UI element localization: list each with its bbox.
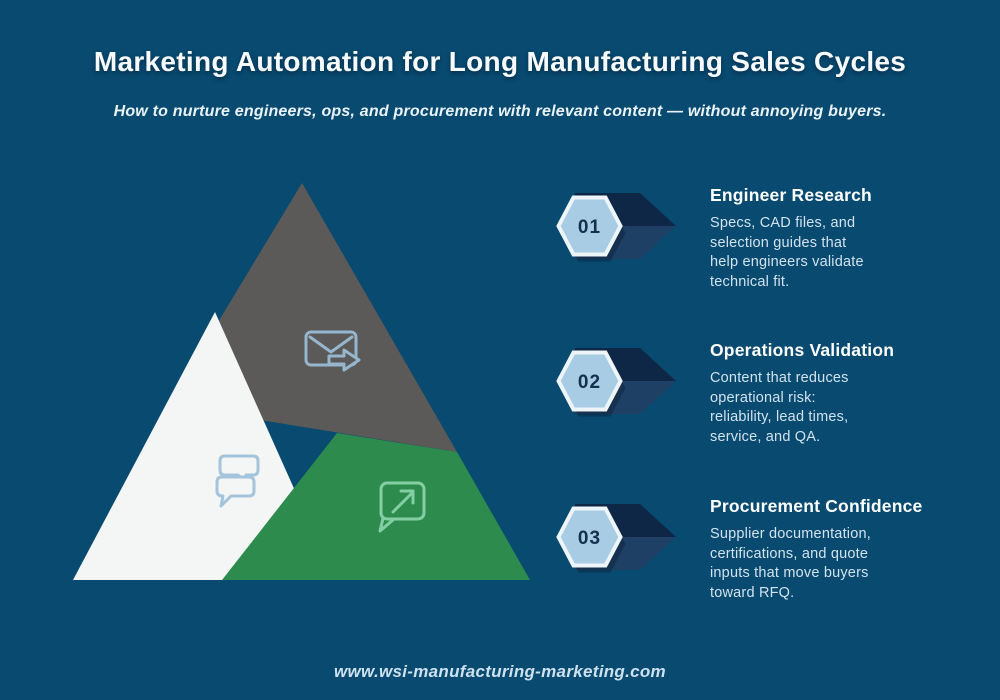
step-description: Supplier documentation, certifications, … [710, 526, 871, 601]
step-badge-3: 03 [556, 504, 676, 573]
step-text-3: Procurement Confidence Supplier document… [710, 492, 960, 603]
step-text-2: Operations Validation Content that reduc… [710, 336, 960, 447]
step-text-1: Engineer Research Specs, CAD files, and … [710, 181, 960, 292]
page-subtitle: How to nurture engineers, ops, and procu… [113, 103, 887, 120]
step-title: Operations Validation [710, 340, 895, 360]
pyramid-segment-green [222, 433, 530, 580]
step-description: Specs, CAD files, and selection guides t… [710, 215, 864, 290]
step-badge-1: 01 [556, 193, 676, 262]
step-badge-2: 02 [556, 348, 676, 417]
step-description: Content that reduces operational risk: r… [710, 370, 849, 445]
step-number: 03 [578, 528, 601, 549]
page-title: Marketing Automation for Long Manufactur… [93, 46, 907, 77]
chat-bubbles-icon [215, 454, 260, 508]
pyramid-segment-white [73, 312, 335, 580]
footer: www.wsi-manufacturing-marketing.com [0, 662, 1000, 682]
hexagon-badge [556, 506, 623, 568]
step-number: 01 [578, 217, 601, 238]
envelope-send-icon [304, 330, 361, 372]
step-title: Engineer Research [710, 185, 872, 205]
step-number: 02 [578, 372, 601, 393]
header: Marketing Automation for Long Manufactur… [0, 0, 1000, 121]
hexagon-badge [556, 350, 623, 412]
website-url: www.wsi-manufacturing-marketing.com [334, 662, 666, 681]
hexagon-badge [556, 195, 623, 257]
step-title: Procurement Confidence [710, 496, 923, 516]
share-message-icon [378, 481, 426, 533]
